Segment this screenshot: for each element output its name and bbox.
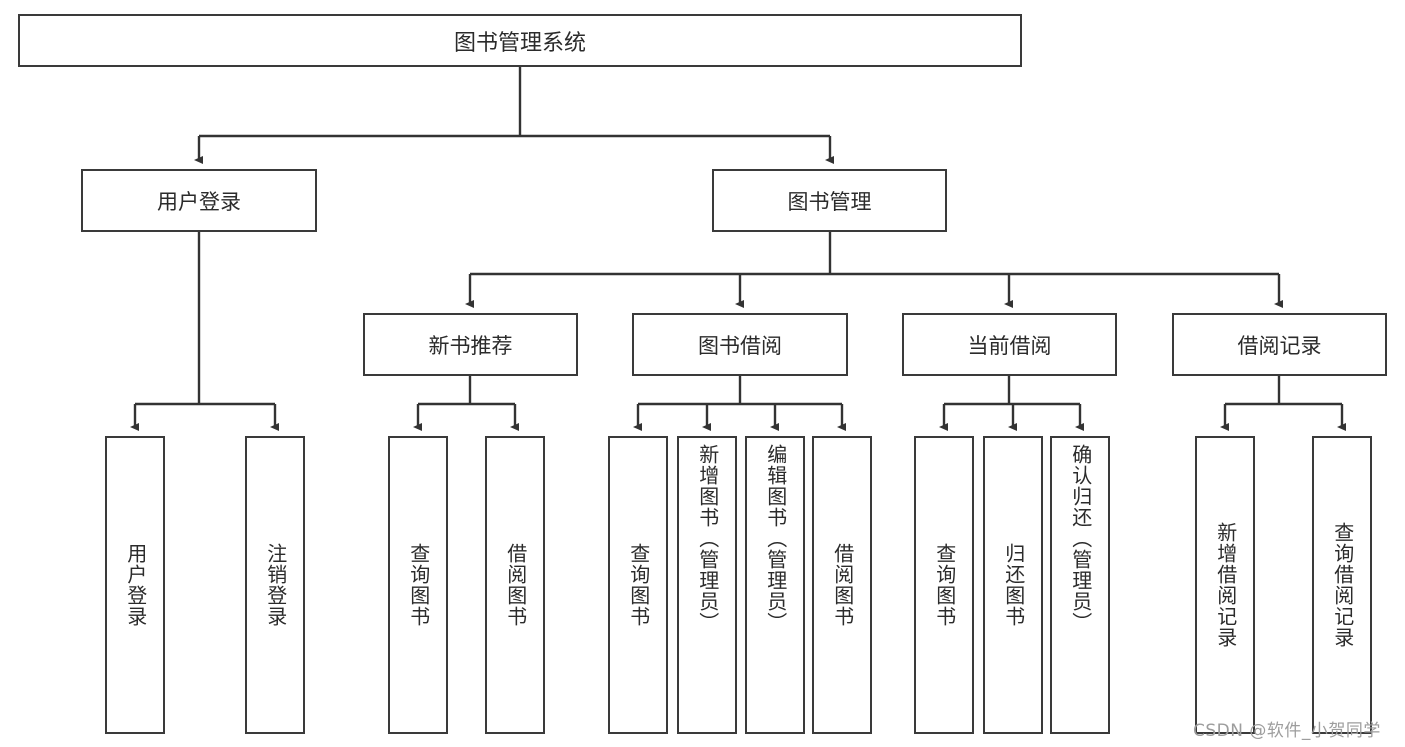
node-leaf-return-book[interactable]: 归还图书 bbox=[983, 436, 1043, 734]
node-leaf-query-book-borrow-label: 查询图书 bbox=[626, 543, 651, 627]
node-leaf-add-book-admin[interactable]: 新增图书（管理员） bbox=[677, 436, 737, 734]
node-leaf-edit-book-admin-label: 编辑图书（管理员） bbox=[763, 444, 788, 633]
node-leaf-borrow-book-rec[interactable]: 借阅图书 bbox=[485, 436, 545, 734]
node-leaf-borrow-book[interactable]: 借阅图书 bbox=[812, 436, 872, 734]
node-user-login[interactable]: 用户登录 bbox=[81, 169, 317, 232]
node-leaf-edit-book-admin[interactable]: 编辑图书（管理员） bbox=[745, 436, 805, 734]
node-leaf-user-login[interactable]: 用户登录 bbox=[105, 436, 165, 734]
node-user-login-label: 用户登录 bbox=[157, 189, 241, 214]
node-leaf-query-borrow-record-label: 查询借阅记录 bbox=[1330, 522, 1355, 648]
node-leaf-add-borrow-record[interactable]: 新增借阅记录 bbox=[1195, 436, 1255, 734]
node-leaf-query-book-rec-label: 查询图书 bbox=[406, 543, 431, 627]
node-leaf-query-book-cur-label: 查询图书 bbox=[932, 543, 957, 627]
node-borrow-record-label: 借阅记录 bbox=[1237, 333, 1322, 358]
node-leaf-confirm-return-admin[interactable]: 确认归还（管理员） bbox=[1050, 436, 1110, 734]
node-new-book-rec-label: 新书推荐 bbox=[428, 333, 513, 358]
node-leaf-user-login-label: 用户登录 bbox=[123, 543, 148, 627]
node-leaf-query-book-rec[interactable]: 查询图书 bbox=[388, 436, 448, 734]
node-book-manage-label: 图书管理 bbox=[787, 189, 872, 214]
node-borrow-record[interactable]: 借阅记录 bbox=[1172, 313, 1387, 376]
node-leaf-add-borrow-record-label: 新增借阅记录 bbox=[1213, 522, 1238, 648]
node-new-book-rec[interactable]: 新书推荐 bbox=[363, 313, 578, 376]
csdn-watermark: CSDN @软件_小贺同学 bbox=[1193, 721, 1381, 741]
node-leaf-confirm-return-admin-label: 确认归还（管理员） bbox=[1068, 444, 1093, 633]
node-leaf-query-book-borrow[interactable]: 查询图书 bbox=[608, 436, 668, 734]
node-leaf-query-borrow-record[interactable]: 查询借阅记录 bbox=[1312, 436, 1372, 734]
node-root-label: 图书管理系统 bbox=[453, 30, 586, 56]
node-book-borrow-label: 图书借阅 bbox=[698, 333, 782, 358]
node-current-borrow-label: 当前借阅 bbox=[967, 333, 1052, 358]
node-leaf-logout-login[interactable]: 注销登录 bbox=[245, 436, 305, 734]
node-leaf-borrow-book-rec-label: 借阅图书 bbox=[503, 543, 528, 627]
node-book-borrow[interactable]: 图书借阅 bbox=[632, 313, 848, 376]
node-leaf-logout-login-label: 注销登录 bbox=[263, 543, 288, 627]
node-leaf-query-book-cur[interactable]: 查询图书 bbox=[914, 436, 974, 734]
node-leaf-return-book-label: 归还图书 bbox=[1001, 543, 1026, 627]
node-leaf-borrow-book-label: 借阅图书 bbox=[830, 543, 855, 627]
node-book-manage[interactable]: 图书管理 bbox=[712, 169, 947, 232]
node-root[interactable]: 图书管理系统 bbox=[18, 14, 1022, 67]
node-leaf-add-book-admin-label: 新增图书（管理员） bbox=[695, 444, 720, 633]
node-current-borrow[interactable]: 当前借阅 bbox=[902, 313, 1117, 376]
